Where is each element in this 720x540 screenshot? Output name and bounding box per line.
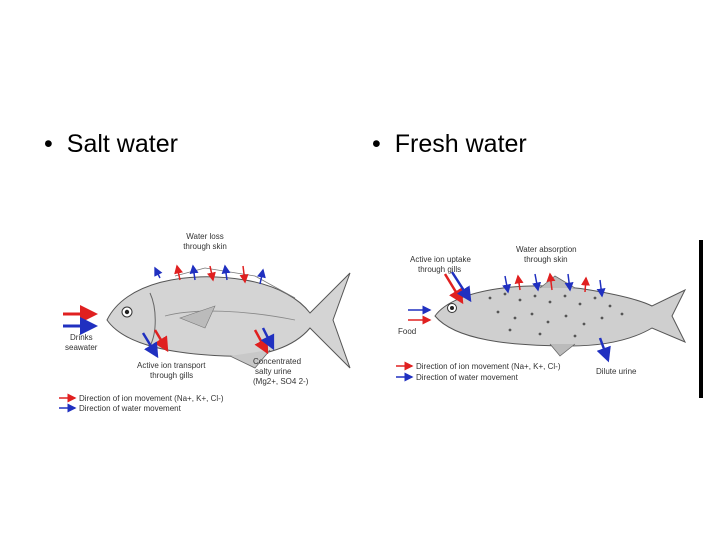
active-transport-label-2: through gills	[150, 371, 193, 380]
food-label: Food	[398, 327, 416, 336]
legend-water-label: Direction of water movement	[79, 404, 182, 413]
fresh-water-label: Fresh water	[394, 130, 527, 158]
urine-label-1: Concentrated	[253, 357, 301, 366]
bullet-dot: •	[44, 130, 53, 158]
uptake-label-1: Active ion uptake	[410, 255, 471, 264]
drinks-label-1: Drinks	[70, 333, 93, 342]
bullet-dot: •	[372, 130, 381, 158]
legend-ion-label: Direction of ion movement (Na+, K+, Cl-)	[79, 394, 224, 403]
saltwater-fish-diagram: Water loss through skin Drinks seawater …	[59, 232, 351, 413]
gill-uptake-ion-arrow	[443, 273, 464, 305]
freshwater-fish-illustration	[434, 275, 687, 357]
saltwater-fish-illustration	[106, 267, 351, 369]
vertical-divider-bar	[699, 240, 703, 398]
gill-water-arrow	[141, 332, 159, 359]
absorb-label-2: through skin	[524, 255, 568, 264]
salt-water-label: Salt water	[66, 130, 178, 158]
urine-water-arrow	[260, 327, 275, 351]
water-absorption-arrows	[502, 272, 606, 298]
uptake-label-2: through gills	[418, 265, 461, 274]
water-loss-label-1: Water loss	[186, 232, 224, 241]
water-loss-label-2: through skin	[183, 242, 227, 251]
freshwater-fish-diagram: Active ion uptake through gills Water ab…	[396, 245, 687, 382]
gill-uptake-water-arrow	[450, 271, 472, 303]
dilute-urine-label: Dilute urine	[596, 367, 637, 376]
drinks-label-2: seawater	[65, 343, 98, 352]
active-transport-label-1: Active ion transport	[137, 361, 206, 370]
salt-water-bullet: • Salt water	[44, 130, 178, 159]
urine-label-3: (Mg2+, SO4 2-)	[253, 377, 309, 386]
absorb-label-1: Water absorption	[516, 245, 577, 254]
urine-label-2: salty urine	[255, 367, 292, 376]
legend-ion-label: Direction of ion movement (Na+, K+, Cl-)	[416, 362, 561, 371]
fresh-water-bullet: • Fresh water	[372, 130, 527, 159]
legend-water-label: Direction of water movement	[416, 373, 519, 382]
water-loss-arrows	[154, 264, 266, 285]
dilute-urine-arrow	[596, 337, 611, 363]
gill-ion-arrow	[153, 329, 169, 353]
